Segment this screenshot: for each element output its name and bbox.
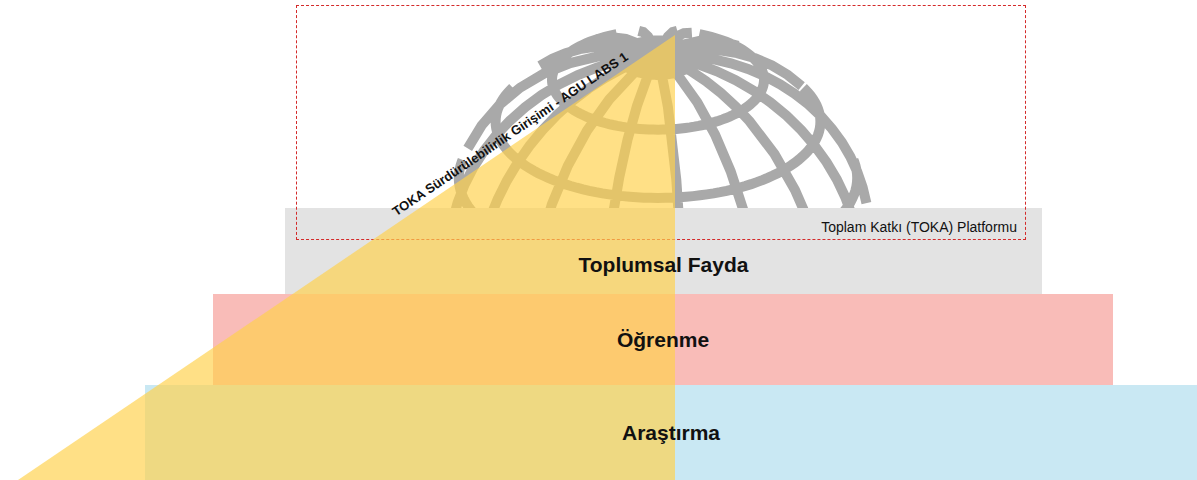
band-label: Toplumsal Fayda [579, 252, 749, 277]
triangle-shape [18, 35, 675, 480]
band-label: Öğrenme [617, 327, 709, 352]
band-label: Araştırma [622, 420, 720, 445]
platform-label: Toplam Katkı (TOKA) Platformu [821, 219, 1017, 236]
band: Araştırma [145, 385, 1197, 480]
band: Öğrenme [213, 294, 1113, 385]
